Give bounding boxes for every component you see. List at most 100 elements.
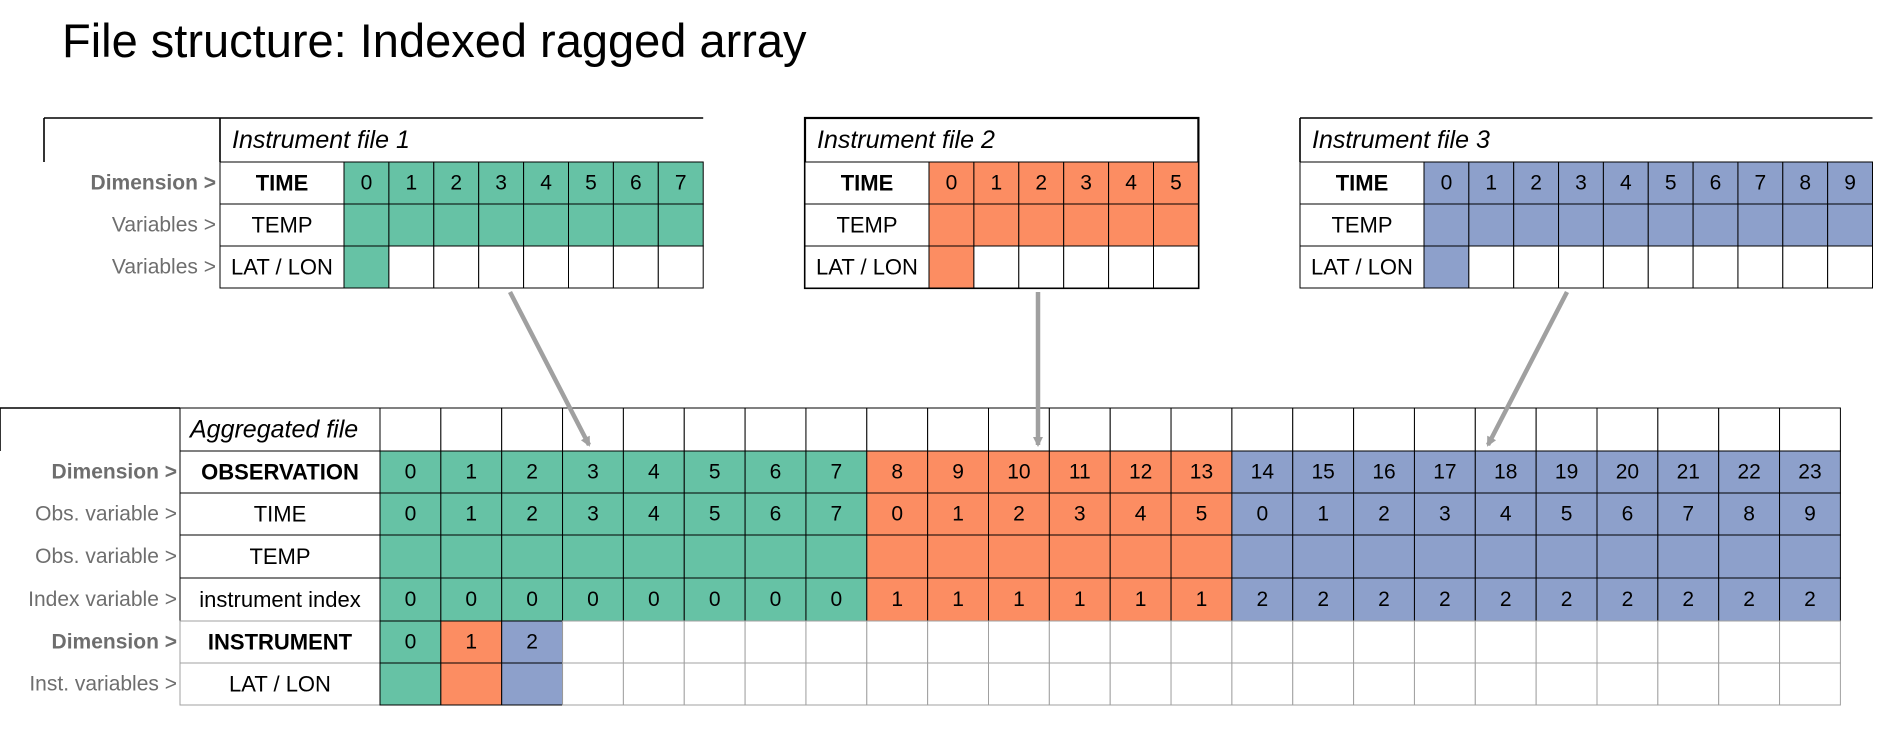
temp-cell	[343, 203, 390, 247]
file-caption: Instrument file 3	[1312, 126, 1490, 154]
time-value: 4	[1620, 172, 1632, 195]
row-header-instrument: INSTRUMENT	[208, 630, 353, 655]
latlon-cell	[744, 662, 807, 706]
caption-row-cell	[927, 407, 990, 452]
temp-cell	[1109, 534, 1172, 579]
latlon-cell	[928, 245, 975, 289]
index-cell	[744, 577, 807, 622]
time-value: 3	[495, 172, 507, 195]
instrument-value: 2	[526, 631, 538, 654]
temp-cell	[1413, 534, 1476, 579]
observation-cell	[1109, 450, 1172, 494]
row-label: Dimension >	[91, 172, 216, 195]
index-value: 0	[648, 588, 660, 611]
observation-cell	[805, 450, 868, 494]
observation-cell	[1718, 450, 1781, 494]
time-value: 5	[1170, 172, 1182, 195]
row-header-cell	[179, 492, 381, 536]
time-value: 0	[946, 172, 958, 195]
temp-cell	[1602, 203, 1649, 247]
index-value: 0	[587, 588, 599, 611]
row-header-temp: TEMP	[251, 213, 312, 238]
index-value: 2	[1743, 588, 1755, 611]
caption-row-cell	[1292, 407, 1355, 452]
observation-value: 15	[1311, 461, 1334, 484]
time-value: 9	[1804, 503, 1816, 526]
temp-cell	[1596, 534, 1659, 579]
temp-cell	[1782, 203, 1829, 247]
temp-cell	[1423, 203, 1470, 247]
latlon-cell	[1108, 245, 1154, 289]
caption-row-cell	[1170, 407, 1233, 452]
latlon-cell	[622, 662, 685, 706]
index-value: 2	[1439, 588, 1451, 611]
time-cell	[388, 161, 435, 205]
row-header-time: TIME	[254, 502, 307, 527]
latlon-cell	[1474, 662, 1537, 706]
observation-cell	[1292, 450, 1355, 494]
index-cell	[927, 577, 990, 622]
latlon-cell	[1353, 662, 1415, 706]
observation-value: 22	[1737, 461, 1760, 484]
latlon-cell	[1596, 662, 1659, 706]
time-value: 6	[770, 503, 782, 526]
temp-cell	[1063, 203, 1110, 247]
index-value: 0	[709, 588, 721, 611]
instrument-cell	[622, 620, 685, 664]
latlon-cell	[927, 662, 990, 706]
observation-cell	[1353, 450, 1415, 494]
latlon-cell	[973, 245, 1020, 289]
aggregated-row-temp: Obs. variable >TEMP	[35, 534, 1841, 579]
time-value: 0	[1256, 503, 1268, 526]
temp-cell	[379, 534, 442, 579]
index-value: 2	[1256, 588, 1268, 611]
time-value: 0	[405, 503, 417, 526]
time-cell	[1353, 492, 1415, 536]
temp-cell	[1018, 203, 1065, 247]
temp-cell	[478, 203, 525, 247]
index-cell	[1779, 577, 1841, 622]
time-value: 3	[1080, 172, 1092, 195]
time-cell	[1474, 492, 1537, 536]
row-header-lat-lon: LAT / LON	[231, 255, 333, 280]
observation-value: 9	[952, 461, 964, 484]
time-cell	[1108, 161, 1154, 205]
observation-value: 1	[465, 461, 477, 484]
index-value: 0	[770, 588, 782, 611]
latlon-cell	[433, 245, 480, 289]
row-header-time: TIME	[841, 171, 894, 196]
time-value: 6	[1710, 172, 1722, 195]
time-value: 2	[1035, 172, 1047, 195]
observation-value: 18	[1494, 461, 1517, 484]
row-header-temp: TEMP	[249, 544, 310, 569]
time-cell	[1413, 492, 1476, 536]
temp-cell	[973, 203, 1020, 247]
observation-value: 14	[1251, 461, 1275, 484]
caption-row-cell	[622, 407, 685, 452]
latlon-cell	[1737, 245, 1784, 289]
row-label: Variables >	[112, 214, 216, 237]
time-value: 6	[630, 172, 642, 195]
time-value: 2	[1530, 172, 1542, 195]
latlon-cell	[1827, 245, 1874, 289]
observation-value: 13	[1190, 461, 1213, 484]
latlon-cell	[1048, 662, 1111, 706]
observation-value: 5	[709, 461, 721, 484]
time-value: 9	[1844, 172, 1856, 195]
row-header-observation: OBSERVATION	[201, 460, 359, 485]
row-label: Index variable >	[28, 588, 177, 611]
latlon-cell	[612, 245, 659, 289]
temp-cell	[1292, 534, 1355, 579]
instrument-cell	[379, 620, 442, 664]
instrument-cell	[1353, 620, 1415, 664]
instrument-cell	[1474, 620, 1537, 664]
latlon-cell	[1413, 662, 1476, 706]
time-value: 8	[1743, 503, 1755, 526]
temp-cell	[1779, 534, 1841, 579]
latlon-cell	[1423, 245, 1470, 289]
latlon-cell	[343, 245, 390, 289]
index-value: 0	[831, 588, 843, 611]
caption-row-cell	[440, 407, 503, 452]
index-value: 0	[405, 588, 417, 611]
